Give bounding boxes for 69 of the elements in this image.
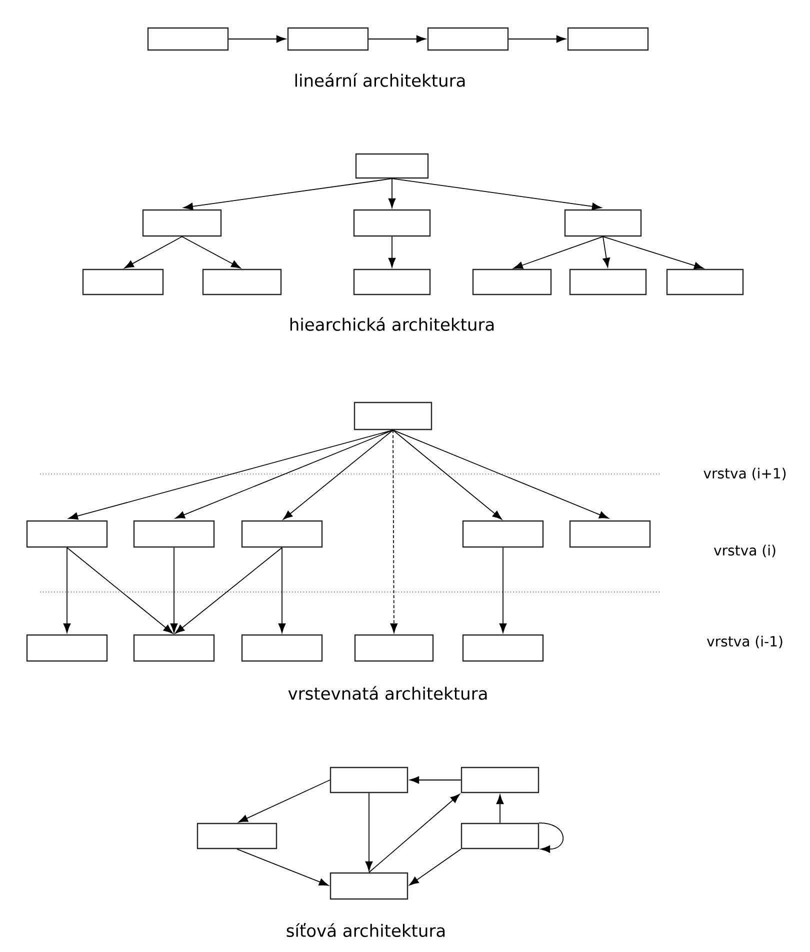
- box: [241, 520, 323, 548]
- arrow: [409, 848, 462, 886]
- arrow: [392, 430, 609, 519]
- layer-label: vrstva (i): [714, 544, 776, 558]
- box: [460, 822, 540, 850]
- box: [462, 520, 544, 548]
- box: [666, 268, 744, 296]
- arrow: [602, 236, 704, 270]
- arrow: [124, 236, 182, 268]
- box: [354, 634, 434, 662]
- arrow: [513, 236, 604, 269]
- arrow: [388, 178, 396, 208]
- box: [82, 268, 164, 296]
- caption: síťová architektura: [286, 922, 445, 938]
- arrow: [63, 547, 71, 633]
- box: [427, 27, 509, 51]
- arrow: [68, 430, 394, 520]
- arrow: [602, 236, 610, 268]
- box: [354, 402, 432, 430]
- arrow: [388, 236, 396, 268]
- box: [569, 268, 647, 296]
- arrow: [538, 822, 564, 853]
- box: [241, 634, 323, 662]
- arrow: [365, 792, 373, 871]
- arrow: [175, 547, 282, 634]
- arrow: [228, 35, 286, 43]
- box: [142, 209, 222, 237]
- box: [330, 766, 408, 794]
- arrow: [392, 430, 502, 520]
- arrow: [390, 430, 398, 633]
- layer-label: vrstva (i-1): [706, 636, 782, 648]
- box: [287, 27, 369, 51]
- arrow: [508, 35, 566, 43]
- caption: hiearchická architektura: [290, 317, 494, 331]
- box: [355, 153, 429, 179]
- arrow: [392, 178, 602, 210]
- layer-label: vrstva (i+1): [704, 468, 786, 480]
- arrow: [368, 794, 460, 873]
- box: [460, 766, 540, 794]
- caption: lineární architektura: [295, 73, 465, 87]
- arrow: [66, 547, 173, 634]
- arrow: [278, 547, 286, 633]
- box: [353, 209, 431, 237]
- arrow: [496, 794, 504, 824]
- arrow: [236, 848, 329, 886]
- box: [202, 268, 282, 296]
- box: [564, 209, 642, 237]
- box: [133, 520, 215, 548]
- arrow: [410, 776, 462, 784]
- arrow: [238, 780, 330, 823]
- arrow: [499, 547, 507, 633]
- caption: vrstevnatá architektura: [288, 686, 487, 700]
- box: [567, 27, 649, 51]
- box: [26, 634, 108, 662]
- box: [26, 520, 108, 548]
- arrow: [183, 178, 392, 210]
- arrow: [170, 547, 178, 633]
- box: [472, 268, 552, 296]
- arrow: [182, 236, 241, 268]
- box: [330, 872, 408, 900]
- box: [147, 27, 229, 51]
- box: [569, 520, 651, 548]
- box: [353, 268, 431, 296]
- arrow: [175, 430, 394, 519]
- arrow: [368, 35, 426, 43]
- arrow: [283, 430, 394, 520]
- box: [133, 634, 215, 662]
- box: [462, 634, 544, 662]
- box: [196, 822, 278, 850]
